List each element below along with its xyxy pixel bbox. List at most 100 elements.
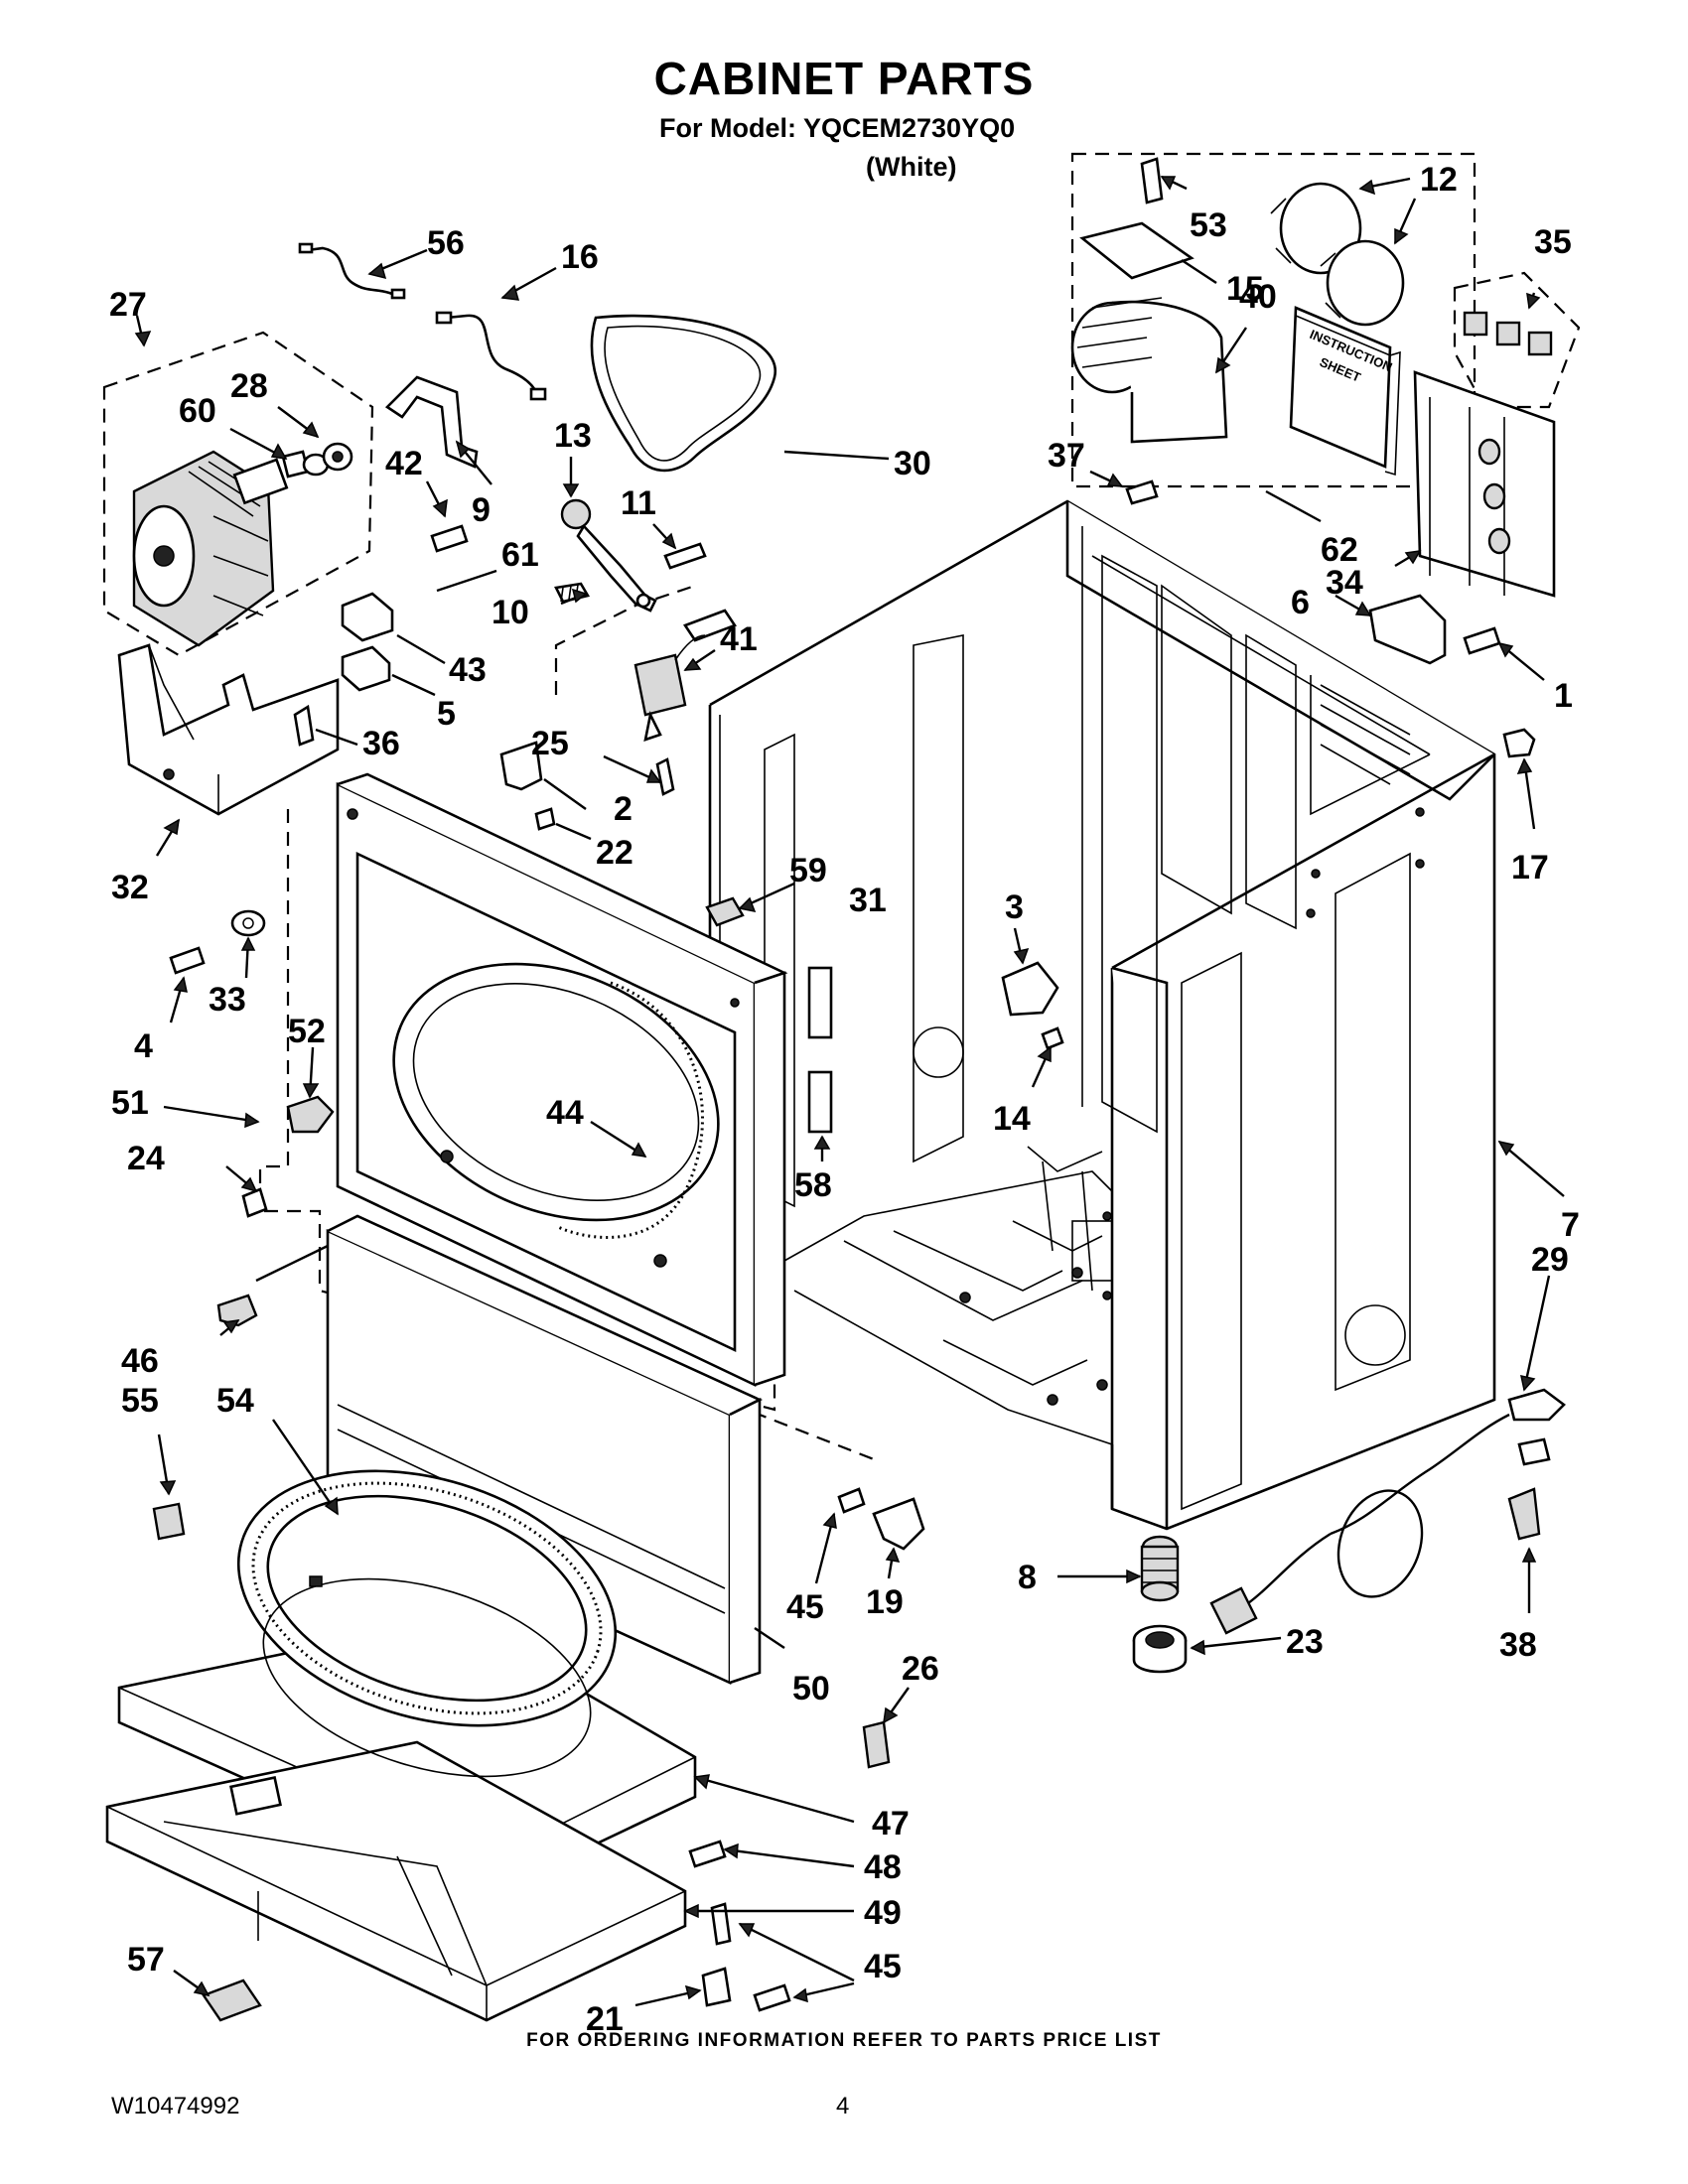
callout-59: 59 [789, 852, 827, 889]
screw-25 [655, 757, 675, 796]
screw-4 [169, 946, 206, 975]
screw-45-upper [837, 1487, 866, 1514]
clip-38 [1507, 1487, 1541, 1541]
callout-17: 17 [1511, 849, 1549, 887]
screw-37 [1125, 479, 1159, 505]
callout-55: 55 [121, 1382, 159, 1420]
callout-11: 11 [621, 484, 656, 522]
toe-panel [326, 1214, 764, 1686]
callout-2: 2 [614, 790, 633, 828]
part-52 [286, 1095, 335, 1134]
page-number: 4 [836, 2093, 850, 2119]
clip-26 [862, 1720, 891, 1769]
clip-46 [216, 1294, 258, 1327]
screw-14 [1041, 1026, 1064, 1050]
wire-56 [307, 246, 393, 296]
callout-1: 1 [1554, 677, 1573, 715]
group-27-boundary [102, 331, 374, 657]
group-35-boundary [1453, 271, 1581, 409]
part-5 [341, 645, 391, 692]
callout-44: 44 [546, 1094, 584, 1132]
door-seal-54 [236, 1469, 618, 1778]
callout-58: 58 [794, 1166, 832, 1204]
screw-22 [534, 807, 556, 831]
terminal-blocks-35 [1463, 311, 1553, 356]
wire-16-end-a [435, 311, 453, 325]
bracket-21 [701, 1967, 732, 2007]
callout-47: 47 [872, 1805, 910, 1843]
wire-56-end-a [298, 242, 314, 254]
callout-38: 38 [1499, 1626, 1537, 1664]
group-top-right-line [554, 584, 696, 695]
callout-40: 40 [1239, 278, 1277, 316]
screw-36 [293, 704, 315, 747]
screw-42 [430, 524, 469, 553]
callout-33: 33 [209, 981, 246, 1019]
part-55 [152, 1502, 186, 1541]
base-panels [105, 1616, 697, 2022]
wire-16-end-b [529, 387, 547, 401]
power-cord-29 [1209, 1388, 1566, 1635]
callout-61: 61 [501, 536, 539, 574]
part-58 [807, 1070, 833, 1134]
callout-31: 31 [849, 882, 887, 919]
callout-52: 52 [288, 1013, 326, 1050]
document-number: W10474992 [111, 2093, 240, 2119]
callout-numbers: 56 16 27 28 60 42 9 30 13 11 61 10 41 43… [109, 161, 1580, 2038]
callout-21: 21 [586, 2000, 624, 2038]
callout-57: 57 [127, 1941, 165, 1979]
callout-34: 34 [1326, 564, 1363, 602]
drive-belt [590, 314, 777, 473]
callout-27: 27 [109, 286, 147, 324]
screw-1 [1463, 626, 1501, 655]
wire-56-end-b [390, 288, 406, 300]
callout-54: 54 [216, 1382, 254, 1420]
screw-11 [663, 542, 707, 570]
part-57 [202, 1979, 262, 2022]
bracket-9 [384, 375, 479, 469]
callout-45-a: 45 [786, 1588, 824, 1626]
instruction-sheet: INSTRUCTION SHEET [1289, 306, 1401, 477]
vent-cap-12 [1270, 182, 1405, 327]
callout-29: 29 [1531, 1241, 1569, 1279]
front-panel [336, 772, 788, 1388]
screw-53 [1140, 157, 1164, 205]
callout-19: 19 [866, 1583, 904, 1621]
callout-48: 48 [864, 1848, 902, 1886]
callout-51: 51 [111, 1084, 149, 1122]
leg-cap-23 [1132, 1624, 1188, 1674]
callout-14: 14 [993, 1100, 1031, 1138]
callout-16: 16 [561, 238, 599, 276]
plug-17 [1502, 728, 1536, 758]
callout-24: 24 [127, 1140, 165, 1177]
screw-48 [688, 1840, 727, 1868]
callout-23: 23 [1286, 1623, 1324, 1661]
wire-16 [446, 314, 538, 393]
callout-7: 7 [1561, 1206, 1580, 1244]
screw-45-lower-b [753, 1983, 791, 2012]
leader-lines [134, 175, 1565, 2007]
model-line: For Model: YQCEM2730YQ0 [659, 113, 1016, 143]
bracket-19 [872, 1497, 925, 1551]
callout-43: 43 [449, 651, 487, 689]
color-line: (White) [866, 152, 957, 182]
door-switch-41 [633, 609, 737, 742]
callout-30: 30 [894, 445, 931, 482]
callout-36: 36 [362, 725, 400, 762]
callout-37: 37 [1048, 437, 1085, 475]
callout-13: 13 [554, 417, 592, 455]
callout-45-b: 45 [864, 1948, 902, 1985]
callout-32: 32 [111, 869, 149, 906]
terminal-block-34 [1413, 370, 1556, 598]
leveling-leg-8 [1140, 1535, 1180, 1602]
screw-45-lower-a [710, 1902, 732, 1946]
callout-4: 4 [134, 1027, 153, 1065]
callout-12: 12 [1420, 161, 1458, 199]
callout-35: 35 [1534, 223, 1572, 261]
callout-42: 42 [385, 445, 423, 482]
cover-15 [1079, 221, 1195, 280]
callout-8: 8 [1018, 1559, 1037, 1596]
callout-25: 25 [531, 725, 569, 762]
idler-assembly [554, 498, 657, 613]
